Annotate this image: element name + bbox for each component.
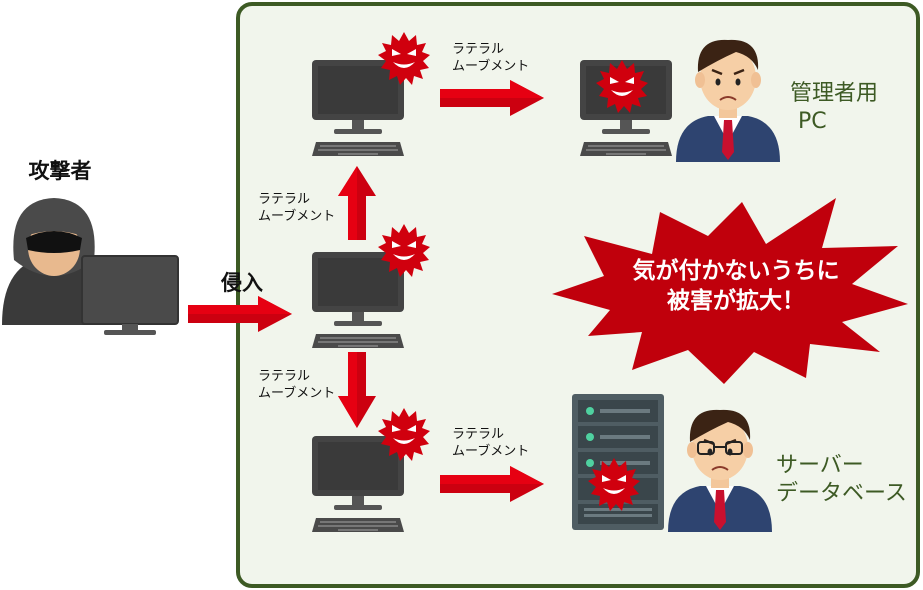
- svg-text:ラテラル: ラテラル: [452, 427, 504, 442]
- svg-text:気が付かないうちに: 気が付かないうちに: [633, 257, 840, 284]
- svg-text:サーバー: サーバー: [776, 453, 864, 478]
- svg-text:ラテラル: ラテラル: [258, 192, 310, 207]
- lateral-label-bottom: ラテラル ムーブメント: [452, 427, 529, 459]
- lateral-label-down: ラテラル ムーブメント: [258, 369, 335, 401]
- intrusion-label: 侵入: [220, 271, 263, 295]
- attacker-label: 攻撃者: [29, 159, 92, 183]
- lateral-label-top: ラテラル ムーブメント: [452, 42, 529, 74]
- svg-text:被害が拡大！: 被害が拡大！: [667, 287, 805, 314]
- lateral-arrow-up: [338, 166, 376, 240]
- damage-spread-burst: 気が付かないうちに 被害が拡大！: [552, 198, 908, 384]
- attacker-laptop-icon: [81, 255, 179, 335]
- worried-server-admin-icon: [666, 408, 774, 534]
- svg-text:ラテラル: ラテラル: [258, 369, 310, 384]
- svg-text:ムーブメント: ムーブメント: [452, 443, 529, 459]
- server-rack-icon: [572, 394, 664, 530]
- svg-text:ムーブメント: ムーブメント: [452, 58, 529, 74]
- admin-pc-label: 管理者用 PC: [790, 81, 878, 134]
- server-db-label: サーバー データベース: [776, 453, 907, 506]
- svg-text:管理者用: 管理者用: [790, 81, 878, 106]
- svg-text:ムーブメント: ムーブメント: [258, 208, 335, 224]
- lateral-arrow-down: [338, 352, 376, 428]
- lateral-label-up: ラテラル ムーブメント: [258, 192, 335, 224]
- svg-text:PC: PC: [798, 109, 827, 134]
- svg-text:ラテラル: ラテラル: [452, 42, 504, 57]
- svg-text:ムーブメント: ムーブメント: [258, 385, 335, 401]
- svg-text:データベース: データベース: [776, 481, 907, 506]
